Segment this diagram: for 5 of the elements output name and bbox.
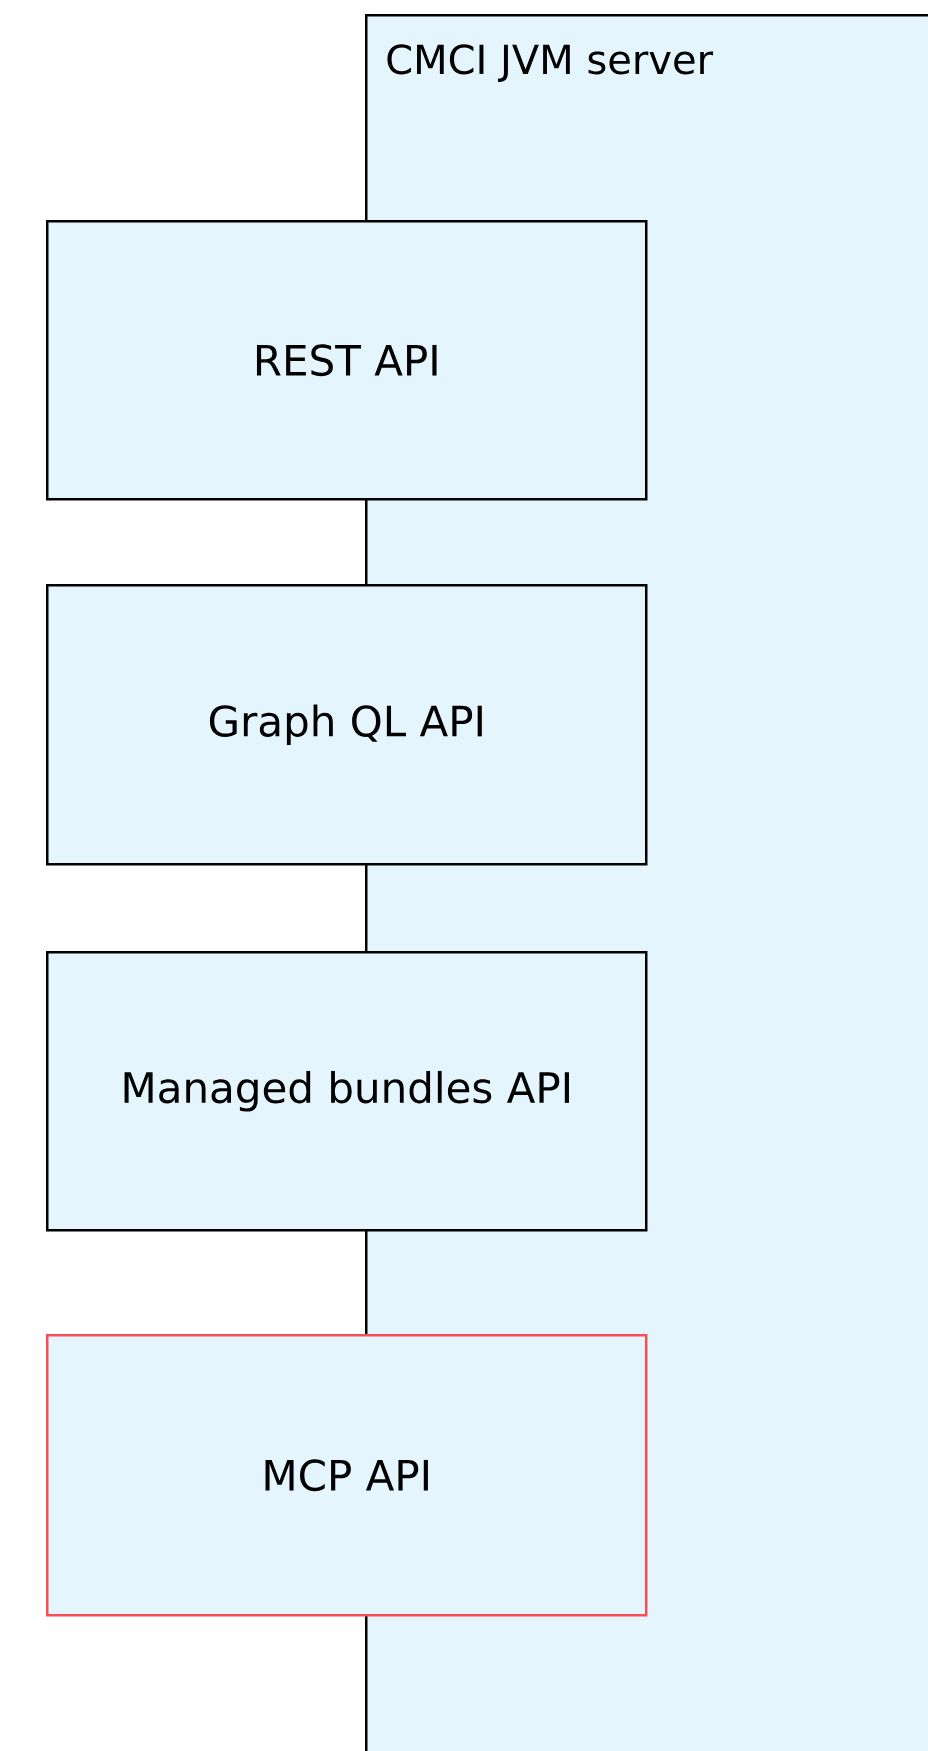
api-box: Managed bundles API	[46, 951, 648, 1232]
api-box: MCP API	[46, 1334, 648, 1617]
panel-title: CMCI JVM server	[387, 44, 714, 82]
api-box: REST API	[46, 220, 648, 501]
api-box: Graph QL API	[46, 584, 648, 866]
